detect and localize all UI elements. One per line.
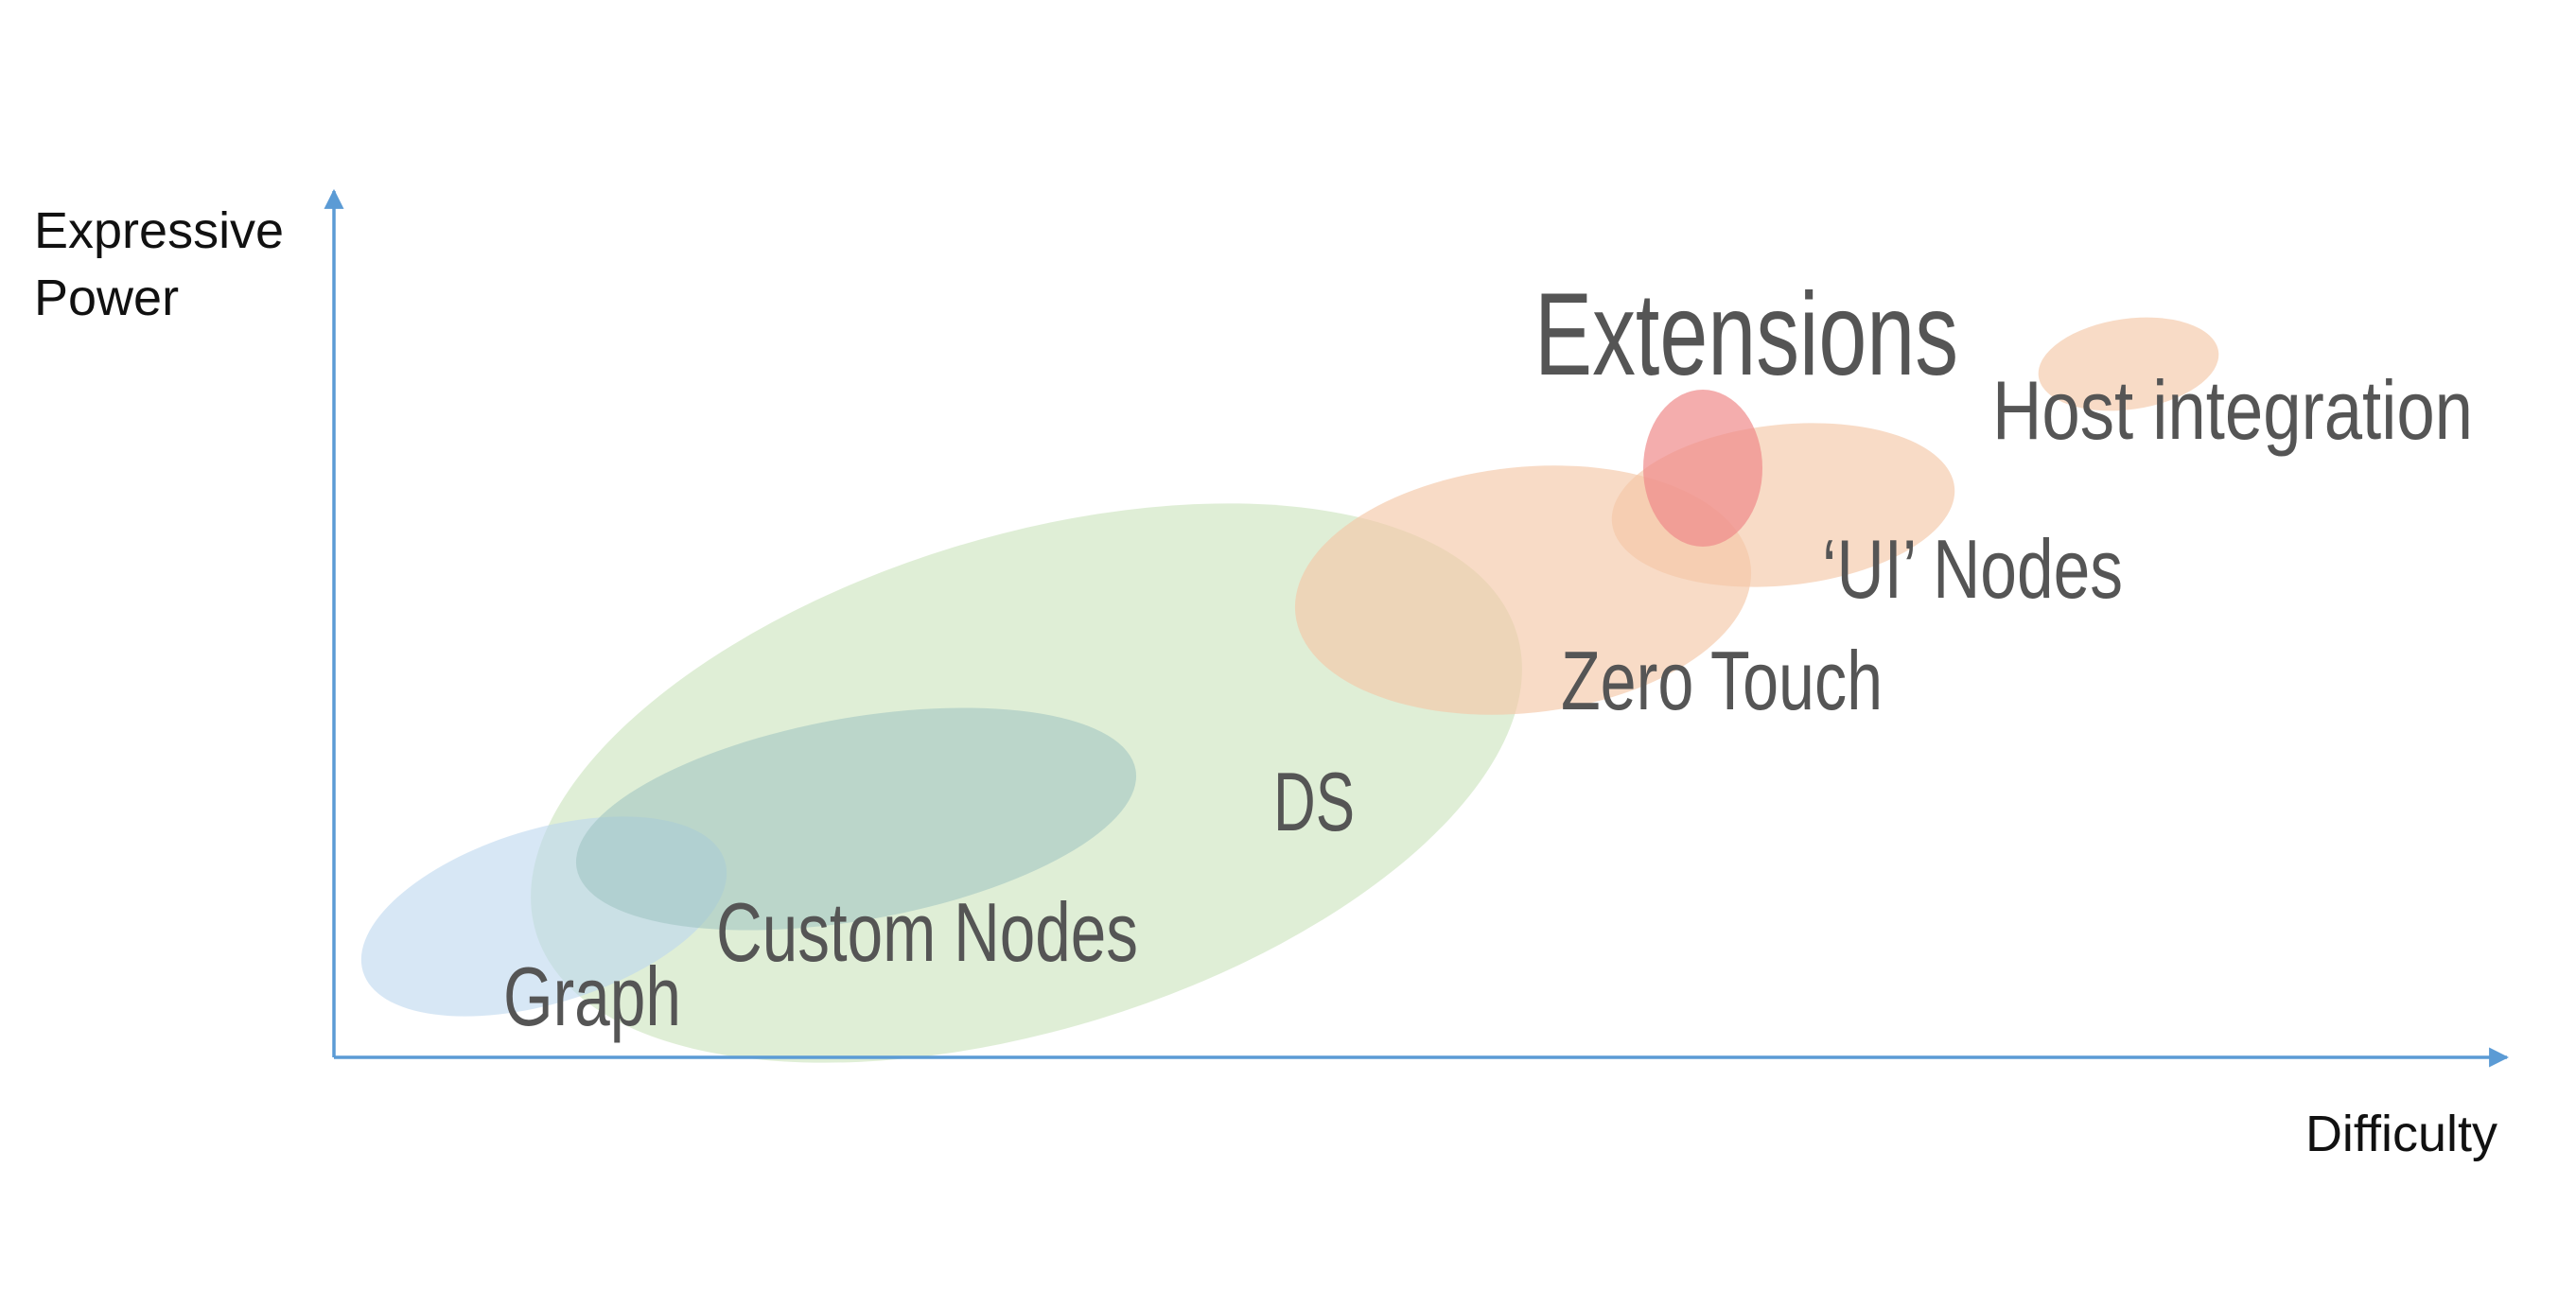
custom-nodes-label: Custom Nodes [716, 885, 1138, 979]
y-axis-label-line1: Expressive [34, 202, 284, 259]
extensions-label: Extensions [1534, 270, 1958, 400]
host-integration-region [2038, 317, 2219, 411]
ds-label: DS [1273, 755, 1355, 848]
ui-nodes-label: ‘UI’ Nodes [1822, 522, 2123, 616]
host-integration-label: Host integration [1992, 363, 2473, 457]
extensions-region [1643, 390, 1762, 547]
zero-touch-label: Zero Touch [1561, 634, 1883, 727]
x-axis-label: Difficulty [2305, 1106, 2497, 1162]
graph-label: Graph [503, 950, 681, 1043]
custom-nodes-region [575, 707, 1137, 931]
y-axis-label-line2: Power [34, 270, 179, 326]
